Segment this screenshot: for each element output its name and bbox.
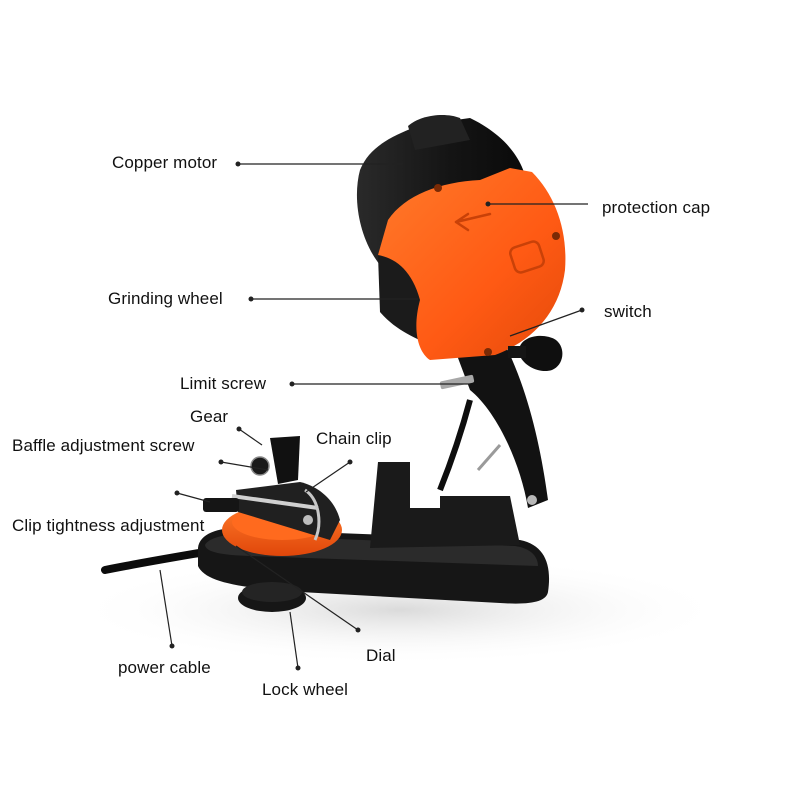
gear-knob xyxy=(250,456,270,476)
dot-clip-tightness xyxy=(174,490,180,496)
pivot-arm xyxy=(455,335,548,508)
arm-spring xyxy=(476,444,502,471)
dot-lock-wheel xyxy=(295,665,301,671)
dot-limit-screw xyxy=(289,381,295,387)
dot-copper-motor xyxy=(235,161,241,167)
label-copper-motor: Copper motor xyxy=(112,153,218,172)
switch-stem xyxy=(508,346,526,358)
leader-dial xyxy=(235,545,359,631)
label-chain-clip: Chain clip xyxy=(316,429,392,448)
dot-power-cable xyxy=(169,643,175,649)
label-lock-wheel: Lock wheel xyxy=(262,680,349,699)
dot-baffle xyxy=(218,459,224,465)
leader-switch xyxy=(509,309,583,337)
chain-clip-bar xyxy=(231,494,319,510)
cap-emblem xyxy=(509,240,545,274)
label-baffle-adjustment-screw: Baffle adjustment screw xyxy=(12,436,195,455)
dot-dial xyxy=(355,627,361,633)
cap-screw-3 xyxy=(484,348,492,356)
label-clip-tightness-adjustment: Clip tightness adjustment xyxy=(12,516,205,535)
arm-bolt xyxy=(527,495,537,505)
baffle-plate xyxy=(270,436,300,484)
leader-chain-clip xyxy=(305,461,351,493)
dot-gear xyxy=(236,426,242,432)
leader-baffle xyxy=(220,461,269,471)
dot-protection-cap xyxy=(485,201,491,207)
cap-screw-2 xyxy=(552,232,560,240)
lock-wheel-top xyxy=(242,582,302,602)
label-gear: Gear xyxy=(190,407,229,426)
power-cable xyxy=(101,548,209,574)
leader-lines xyxy=(159,163,588,669)
dot-switch xyxy=(579,307,585,313)
leader-gear xyxy=(238,428,263,446)
arm-strut xyxy=(437,399,473,492)
chain-rest-block xyxy=(370,462,520,548)
clip-tightness-handle xyxy=(203,498,239,512)
label-limit-screw: Limit screw xyxy=(180,374,267,393)
leader-dots xyxy=(169,161,585,671)
label-protection-cap: protection cap xyxy=(602,198,711,217)
label-grinding-wheel: Grinding wheel xyxy=(108,289,223,308)
clip-bolt xyxy=(303,515,313,525)
leader-power-cable xyxy=(159,569,173,647)
chain-clip-rod xyxy=(304,488,321,541)
switch-knob xyxy=(520,335,563,372)
motor-cap-top xyxy=(408,114,470,150)
limit-screw xyxy=(439,374,475,390)
dot-grinding-wheel xyxy=(248,296,254,302)
label-dial: Dial xyxy=(366,646,396,665)
cap-arrow xyxy=(454,212,492,232)
leader-clip-tightness xyxy=(176,492,211,503)
cap-screw-1 xyxy=(434,184,442,192)
protection-cap xyxy=(378,168,566,360)
label-power-cable: power cable xyxy=(118,658,211,677)
dot-chain-clip xyxy=(347,459,353,465)
leader-lock-wheel xyxy=(289,611,299,669)
label-switch: switch xyxy=(604,302,652,321)
chain-clip-body xyxy=(236,482,340,540)
